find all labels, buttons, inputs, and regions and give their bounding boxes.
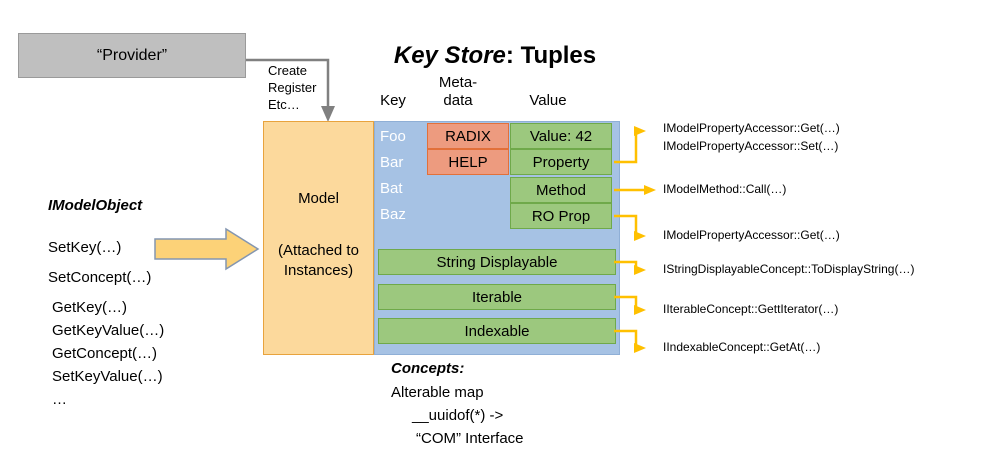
annotation-4: IStringDisplayableConcept::ToDisplayStri…	[663, 262, 915, 276]
value-box-2: Method	[510, 177, 612, 203]
annotation-1: IModelPropertyAccessor::Set(…)	[663, 139, 839, 153]
key-label-3: Baz	[380, 206, 406, 223]
provider-box: “Provider”	[18, 33, 246, 78]
method-setconcept: SetConcept(…)	[48, 269, 152, 286]
metadata-box-help: HELP	[427, 149, 509, 175]
annotation-5: IIterableConcept::GettIterator(…)	[663, 302, 839, 316]
imodelobject-title: IModelObject	[48, 197, 143, 214]
imodelobject-to-model-arrow	[154, 227, 260, 271]
annotation-connectors	[614, 126, 656, 353]
page-title-emphasis: Key Store	[393, 42, 506, 69]
model-box	[263, 121, 374, 355]
method-getkeyvalue: GetKeyValue(…)	[52, 322, 165, 339]
value-box-3: RO Prop	[510, 203, 612, 229]
metadata-box-radix: RADIX	[427, 123, 509, 149]
method-getconcept: GetConcept(…)	[52, 345, 158, 362]
concepts-title: Concepts:	[391, 360, 465, 377]
concepts-line-0: Alterable map	[391, 384, 484, 401]
annotation-0: IModelPropertyAccessor::Get(…)	[663, 121, 840, 135]
method-ellipsis: …	[52, 391, 67, 408]
provider-connector-label: Create Register Etc…	[268, 63, 317, 112]
concepts-line-2: “COM” Interface	[416, 430, 524, 447]
annotation-2: IModelMethod::Call(…)	[663, 182, 787, 196]
method-getkey: GetKey(…)	[52, 299, 128, 316]
value-box-1: Property	[510, 149, 612, 175]
model-label: Model	[298, 190, 339, 207]
column-header-metadata: Meta- data	[438, 74, 478, 109]
annotation-3: IModelPropertyAccessor::Get(…)	[663, 228, 840, 242]
column-header-value: Value	[529, 92, 567, 109]
value-box-0: Value: 42	[510, 123, 612, 149]
key-label-0: Foo	[380, 128, 406, 145]
key-label-1: Bar	[380, 154, 404, 171]
provider-connector-arrow	[246, 58, 335, 122]
provider-label: “Provider”	[96, 46, 168, 64]
concept-bar-string-displayable: String Displayable	[378, 249, 616, 275]
concept-bar-iterable: Iterable	[378, 284, 616, 310]
key-label-2: Bat	[380, 180, 403, 197]
annotation-6: IIndexableConcept::GetAt(…)	[663, 340, 821, 354]
page-title: Key Store: Tuples	[330, 42, 660, 70]
concepts-line-1: __uuidof(*) ->	[412, 407, 504, 424]
method-setkey: SetKey(…)	[48, 239, 122, 256]
model-sublabel: (Attached to Instances)	[278, 242, 359, 279]
concept-bar-indexable: Indexable	[378, 318, 616, 344]
column-header-key: Key	[380, 92, 406, 109]
page-title-rest: : Tuples	[505, 42, 597, 69]
method-setkeyvalue: SetKeyValue(…)	[52, 368, 163, 385]
